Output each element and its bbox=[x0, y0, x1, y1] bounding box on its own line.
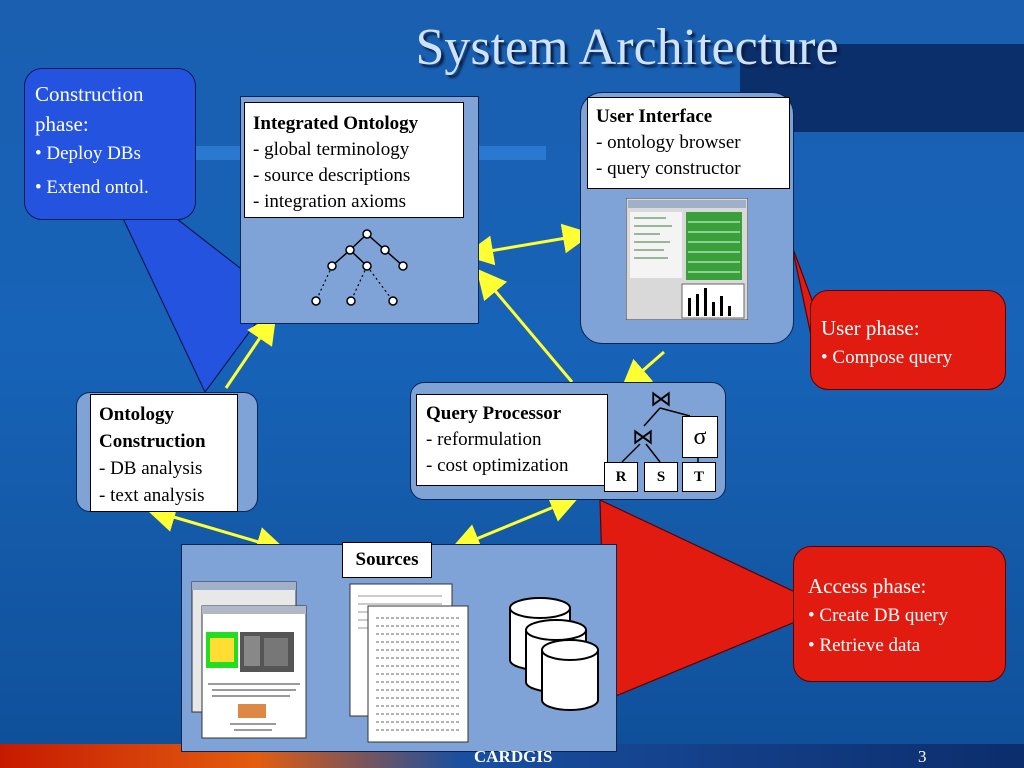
user-interface-line: - ontology browser bbox=[596, 132, 741, 153]
footer-label: CARDGIS bbox=[474, 747, 553, 766]
query-plan-tree bbox=[621, 407, 699, 464]
query-processor-heading: Query Processor bbox=[426, 403, 562, 424]
query-processor-line: - cost optimization bbox=[426, 455, 569, 476]
integrated-ontology-line: - source descriptions bbox=[253, 165, 411, 186]
access-phase-bullet: • Retrieve data bbox=[808, 635, 921, 656]
integrated-ontology-line: - integration axioms bbox=[253, 191, 407, 212]
sources-label: Sources bbox=[355, 549, 419, 570]
user-phase-callout: User phase: • Compose query bbox=[810, 290, 1006, 390]
relation-r-box: R bbox=[604, 462, 638, 492]
arrow-construction-sources bbox=[145, 502, 287, 557]
ontology-construction-heading: Ontology bbox=[99, 404, 174, 425]
construction-phase-title: phase: bbox=[35, 112, 89, 136]
integrated-ontology-heading: Integrated Ontology bbox=[253, 113, 419, 134]
arrow-construction-ontology bbox=[224, 313, 277, 389]
arrow-qp-ontology bbox=[476, 268, 574, 383]
access-phase-title: Access phase: bbox=[808, 574, 927, 598]
ontology-construction-line: - text analysis bbox=[99, 485, 205, 506]
user-interface-line: - query constructor bbox=[596, 158, 741, 179]
construction-phase-bullet: • Deploy DBs bbox=[35, 143, 141, 164]
ui-screenshot-thumbnail bbox=[626, 198, 748, 320]
user-phase-title: User phase: bbox=[821, 316, 920, 340]
selection-operator-box: σ bbox=[682, 416, 718, 458]
relation-s-box: S bbox=[644, 462, 678, 492]
ontology-tree-graphic bbox=[311, 229, 408, 306]
join-operator-top: ⋈ bbox=[650, 386, 672, 411]
page-number: 3 bbox=[918, 747, 927, 766]
relation-t: T bbox=[693, 469, 704, 485]
arrow-qp-sources bbox=[450, 493, 580, 553]
relation-s: S bbox=[656, 469, 666, 485]
user-interface-heading: User Interface bbox=[596, 106, 713, 127]
text-documents-thumbnail bbox=[349, 583, 469, 743]
selection-operator: σ bbox=[693, 424, 707, 450]
arrow-ontology-ui bbox=[463, 223, 593, 266]
user-interface-box: User Interface - ontology browser - quer… bbox=[587, 97, 790, 189]
ontology-construction-box: Ontology Construction - DB analysis - te… bbox=[90, 394, 238, 512]
relation-t-box: T bbox=[682, 462, 716, 492]
database-cylinders-icon bbox=[509, 597, 599, 711]
access-callout-tail bbox=[599, 499, 796, 701]
arrow-ui-qp bbox=[620, 350, 665, 390]
integrated-ontology-box: Integrated Ontology - global terminology… bbox=[244, 102, 464, 218]
access-phase-bullet: • Create DB query bbox=[808, 605, 949, 626]
construction-phase-title: Construction bbox=[35, 82, 144, 106]
slide-title: System Architecture bbox=[415, 19, 839, 76]
query-processor-line: - reformulation bbox=[426, 429, 542, 450]
web-pages-thumbnail bbox=[191, 581, 307, 739]
ontology-construction-heading: Construction bbox=[99, 431, 206, 452]
construction-phase-bullet: • Extend ontol. bbox=[35, 177, 149, 198]
access-phase-callout: Access phase: • Create DB query • Retrie… bbox=[793, 546, 1006, 682]
query-processor-box: Query Processor - reformulation - cost o… bbox=[416, 394, 608, 486]
ontology-construction-line: - DB analysis bbox=[99, 458, 203, 479]
construction-phase-callout: Construction phase: • Deploy DBs • Exten… bbox=[24, 68, 196, 220]
join-operator-lower: ⋈ bbox=[632, 424, 654, 449]
integrated-ontology-line: - global terminology bbox=[253, 139, 410, 160]
sources-label-box: Sources bbox=[342, 542, 432, 578]
user-callout-tail bbox=[791, 245, 813, 341]
user-phase-bullet: • Compose query bbox=[821, 347, 953, 368]
relation-r: R bbox=[615, 469, 627, 485]
